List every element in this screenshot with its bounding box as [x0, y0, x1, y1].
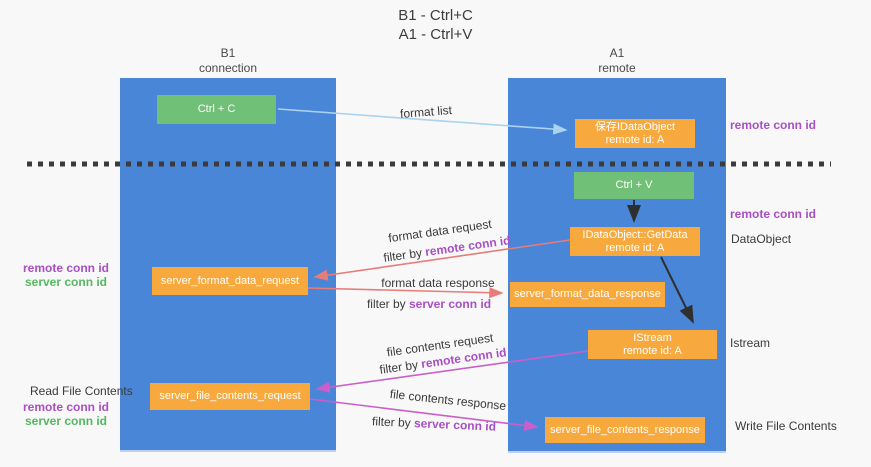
- title-line-1: B1 - Ctrl+C: [398, 7, 473, 24]
- lane-b1-name: B1: [220, 46, 236, 60]
- lane-b1-subtitle: connection: [198, 61, 258, 75]
- lane-a1-name: A1: [609, 46, 625, 60]
- edge-label-file-contents-response-filter: filter by server conn id: [372, 414, 497, 433]
- server-conn-id-text: server conn id: [413, 416, 497, 434]
- diagram-title: B1 - Ctrl+C A1 - Ctrl+V: [0, 6, 871, 44]
- title-line-2: A1 - Ctrl+V: [398, 26, 473, 43]
- server-conn-id-text: server conn id: [408, 297, 492, 311]
- node-save-idataobject: 保存IDataObject remote id: A: [575, 119, 695, 148]
- side-label-write-file-contents: Write File Contents: [735, 419, 837, 433]
- node-idataobject-getdata: IDataObject::GetData remote id: A: [570, 227, 700, 256]
- edge-label-format-data-response-filter: filter by server conn id: [367, 297, 491, 311]
- side-label-remote-conn-id-left-2: remote conn id: [22, 400, 109, 414]
- node-ctrl-c: Ctrl + C: [157, 95, 276, 124]
- edge-label-file-contents-response: file contents response: [389, 386, 507, 414]
- node-ctrl-v: Ctrl + V: [574, 172, 694, 199]
- node-istream: IStream remote id: A: [588, 330, 717, 359]
- side-label-server-conn-id-left-2: server conn id: [24, 414, 108, 428]
- node-ctrl-c-label: Ctrl + C: [197, 103, 236, 115]
- side-label-remote-conn-id-left-1: remote conn id: [22, 261, 109, 275]
- node-server-file-contents-response: server_file_contents_response: [545, 417, 705, 443]
- filter-by-text: filter by: [378, 357, 423, 377]
- node-getdata-line2: remote id: A: [605, 241, 665, 254]
- lane-header-b1: B1 connection: [120, 46, 336, 76]
- filter-by-text: filter by: [371, 414, 415, 431]
- side-label-server-conn-id-left-1: server conn id: [24, 275, 108, 289]
- edge-label-format-list: format list: [399, 102, 453, 122]
- node-save-idataobject-line2: remote id: A: [605, 133, 665, 146]
- side-label-istream: Istream: [730, 336, 771, 350]
- node-istream-line2: remote id: A: [623, 344, 682, 357]
- side-label-read-file-contents: Read File Contents: [30, 384, 133, 398]
- side-label-dataobject: DataObject: [731, 232, 792, 246]
- lane-a1-subtitle: remote: [598, 61, 636, 75]
- side-label-remote-conn-id-top: remote conn id: [730, 118, 817, 132]
- node-ctrl-v-label: Ctrl + V: [615, 179, 653, 191]
- node-file-request-label: server_file_contents_request: [159, 390, 301, 402]
- node-format-request-label: server_format_data_request: [160, 274, 300, 287]
- node-file-response-label: server_file_contents_response: [550, 423, 700, 436]
- node-save-idataobject-line1: 保存IDataObject: [594, 120, 676, 133]
- node-getdata-line1: IDataObject::GetData: [582, 228, 688, 241]
- node-istream-line1: IStream: [633, 331, 672, 344]
- side-label-remote-conn-id-mid: remote conn id: [730, 207, 817, 221]
- node-format-response-label: server_format_data_response: [514, 288, 661, 300]
- node-server-format-data-request: server_format_data_request: [152, 267, 308, 295]
- filter-by-text: filter by: [382, 245, 427, 265]
- edge-label-format-data-response: format data response: [381, 276, 495, 290]
- filter-by-text: filter by: [366, 297, 409, 311]
- node-server-format-data-response: server_format_data_response: [510, 282, 665, 307]
- lane-header-a1: A1 remote: [508, 46, 726, 76]
- node-server-file-contents-request: server_file_contents_request: [150, 383, 310, 410]
